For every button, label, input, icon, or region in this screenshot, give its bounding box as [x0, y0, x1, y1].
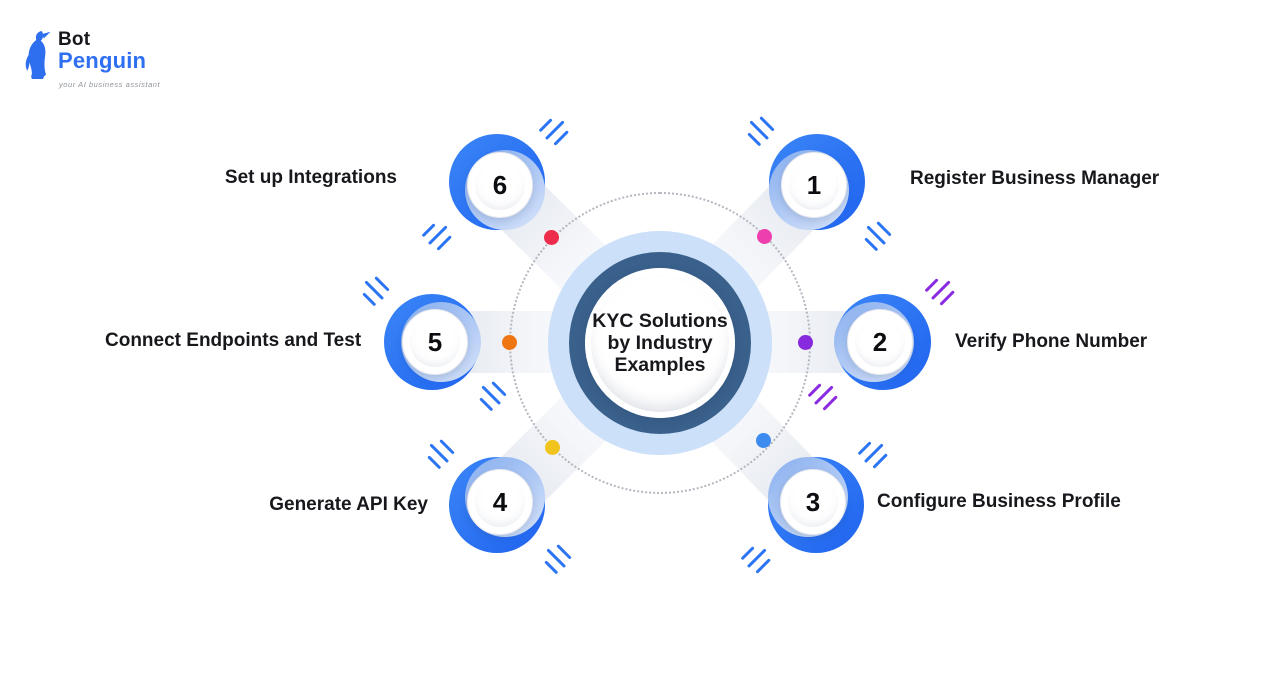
step-node-2: 2: [807, 278, 955, 411]
hash-marks: [807, 377, 842, 412]
orbit-dot-step-3: [756, 433, 771, 448]
hash-marks: [473, 377, 508, 412]
step-label-5: Connect Endpoints and Test: [105, 330, 362, 351]
step-number-1: 1: [806, 169, 822, 200]
step-number-4: 4: [492, 486, 508, 517]
logo-text-penguin: Penguin: [58, 48, 147, 73]
step-label-1: Register Business Manager: [910, 168, 1160, 189]
hash-marks: [857, 435, 892, 470]
step-number-3: 3: [805, 486, 821, 517]
orbit-dot-step-4: [545, 440, 560, 455]
step-node-1: 1: [747, 116, 892, 252]
step-node-5: 5: [362, 276, 507, 412]
orbit-dot-step-6: [544, 230, 559, 245]
step-node-3: 3: [740, 441, 888, 574]
center-hub: KYC Solutions by Industry Examples: [548, 231, 772, 455]
step-label-3: Configure Business Profile: [877, 491, 1121, 512]
step-label-2: Verify Phone Number: [955, 331, 1148, 352]
step-number-6: 6: [492, 169, 508, 200]
orbit-dot-step-1: [757, 229, 772, 244]
hash-marks: [924, 272, 959, 307]
diagram-title: KYC Solutions by Industry Examples: [592, 310, 728, 376]
step-number-2: 2: [872, 326, 888, 357]
step-label-6: Set up Integrations: [224, 167, 397, 188]
botpenguin-logo: Bot Penguin your AI business assistant: [22, 28, 202, 92]
hub-face: KYC Solutions by Industry Examples: [585, 268, 735, 418]
hash-marks: [538, 540, 573, 575]
step-node-4: 4: [427, 439, 572, 575]
step-number-5: 5: [427, 326, 443, 357]
hash-marks: [421, 435, 456, 470]
penguin-logo-icon: [22, 30, 52, 85]
hash-marks: [538, 112, 573, 147]
hash-marks: [421, 217, 456, 252]
logo-text-bot: Bot: [58, 29, 91, 50]
hash-marks: [741, 112, 776, 147]
hash-marks: [740, 540, 775, 575]
orbit-dot-step-2: [798, 335, 813, 350]
orbit-dot-step-5: [502, 335, 517, 350]
step-node-6: 6: [421, 118, 569, 251]
step-label-4: Generate API Key: [269, 494, 428, 515]
hash-marks: [356, 272, 391, 307]
logo-tagline: your AI business assistant: [59, 80, 161, 89]
hash-marks: [858, 217, 893, 252]
